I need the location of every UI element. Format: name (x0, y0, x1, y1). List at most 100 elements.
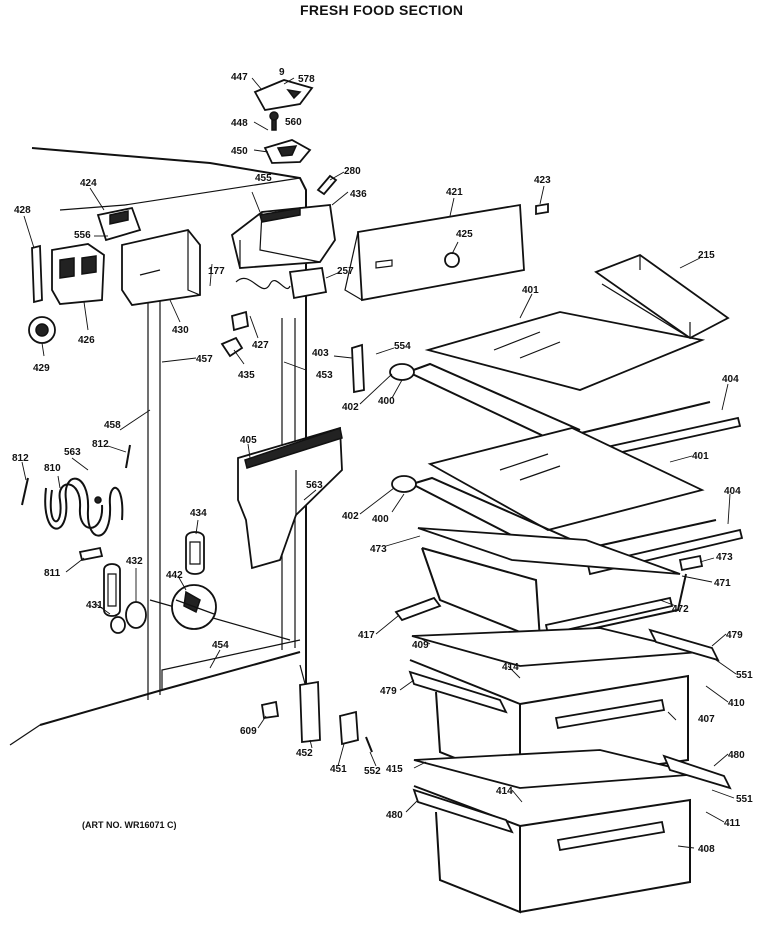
callout-447: 447 (231, 72, 248, 83)
bracket-428 (31, 244, 43, 304)
callout-434: 434 (190, 508, 207, 519)
callout-812-right: 812 (92, 439, 109, 450)
callout-578: 578 (298, 74, 315, 85)
callout-473-left: 473 (370, 544, 387, 555)
air-duct-405 (237, 426, 343, 570)
callout-257: 257 (337, 266, 354, 277)
glass-shelf-lower (411, 427, 744, 576)
callout-430: 430 (172, 325, 189, 336)
shelf-support-403 (351, 343, 365, 394)
callout-451: 451 (330, 764, 347, 775)
clip-435 (220, 336, 244, 358)
grommet-431 (103, 563, 121, 617)
callout-554: 554 (394, 341, 411, 352)
callout-458: 458 (104, 420, 121, 431)
callout-480-right: 480 (728, 750, 745, 761)
callout-442: 442 (166, 570, 183, 581)
callout-431: 431 (86, 600, 103, 611)
wire-812 (21, 444, 131, 506)
callout-428: 428 (14, 205, 31, 216)
callout-432: 432 (126, 556, 143, 567)
thermostat-bracket (96, 206, 142, 242)
callout-810: 810 (44, 463, 61, 474)
callout-423: 423 (534, 175, 551, 186)
callout-411: 411 (724, 818, 741, 829)
callout-427: 427 (252, 340, 269, 351)
rail-480-right (662, 754, 732, 790)
callout-452: 452 (296, 748, 313, 759)
crisper-pan-lower (413, 749, 701, 914)
callout-404-lower: 404 (724, 486, 741, 497)
bracket-451 (339, 710, 359, 746)
callout-177: 177 (208, 266, 225, 277)
callout-551-upper: 551 (736, 670, 753, 681)
callout-457: 457 (196, 354, 213, 365)
knob-429 (28, 316, 56, 344)
callout-407: 407 (698, 714, 715, 725)
leader-lines (21, 77, 737, 849)
harness-427 (230, 277, 291, 332)
callout-9: 9 (279, 67, 285, 78)
rail-479-left (408, 670, 508, 714)
callout-280: 280 (344, 166, 361, 177)
light-bulb-screw (269, 111, 279, 131)
callout-436: 436 (350, 189, 367, 200)
light-socket (263, 139, 312, 164)
callout-812-left: 812 (12, 453, 29, 464)
callout-404-upper: 404 (722, 374, 739, 385)
callout-448: 448 (231, 118, 248, 129)
callout-609: 609 (240, 726, 257, 737)
callout-402-upper: 402 (342, 402, 359, 413)
callout-473-right: 473 (716, 552, 733, 563)
callout-402-lower: 402 (342, 511, 359, 522)
callout-426: 426 (78, 335, 95, 346)
rail-480-left (412, 788, 514, 834)
roller-609 (260, 700, 280, 720)
callout-450: 450 (231, 146, 248, 157)
callout-551-lower: 551 (736, 794, 753, 805)
bulb-280 (316, 174, 338, 196)
defrost-heater (44, 477, 124, 537)
callout-415: 415 (386, 764, 403, 775)
callout-425: 425 (456, 229, 473, 240)
door-bin-215 (594, 253, 730, 340)
rail-479-right (648, 628, 720, 662)
callout-424: 424 (80, 178, 97, 189)
callout-454: 454 (212, 640, 229, 651)
callout-435: 435 (238, 370, 255, 381)
callout-552: 552 (364, 766, 381, 777)
control-box (121, 228, 201, 306)
callout-401-upper: 401 (522, 285, 539, 296)
gasket-434 (185, 531, 205, 575)
screw-552 (365, 736, 373, 753)
callout-811: 811 (44, 568, 61, 579)
callout-410: 410 (728, 698, 745, 709)
art-number: (ART NO. WR16071 C) (82, 820, 177, 830)
callout-414-upper: 414 (502, 662, 519, 673)
diagram-title: FRESH FOOD SECTION (300, 2, 464, 18)
crisper-cover (417, 527, 687, 642)
fuse-811 (78, 546, 104, 562)
callout-453: 453 (316, 370, 333, 381)
shelf-hook-lower (391, 475, 417, 493)
callout-400-lower: 400 (372, 514, 389, 525)
callout-471: 471 (714, 578, 731, 589)
glass-shelf-upper (407, 311, 742, 462)
control-housing (230, 204, 336, 269)
callout-479-left: 479 (380, 686, 397, 697)
callout-400-upper: 400 (378, 396, 395, 407)
callout-472: 472 (672, 604, 689, 615)
callout-556: 556 (74, 230, 91, 241)
light-cover (253, 79, 314, 111)
control-panel (344, 202, 549, 302)
fan-blade-442 (171, 584, 217, 630)
callout-480-left: 480 (386, 810, 403, 821)
callout-479-right: 479 (726, 630, 743, 641)
callout-408: 408 (698, 844, 715, 855)
callout-421: 421 (446, 187, 463, 198)
callout-labels: 447 9 578 448 560 450 280 424 455 436 42… (12, 67, 753, 855)
clip-473 (678, 554, 704, 572)
callout-409: 409 (412, 640, 429, 651)
callout-401-lower: 401 (692, 451, 709, 462)
